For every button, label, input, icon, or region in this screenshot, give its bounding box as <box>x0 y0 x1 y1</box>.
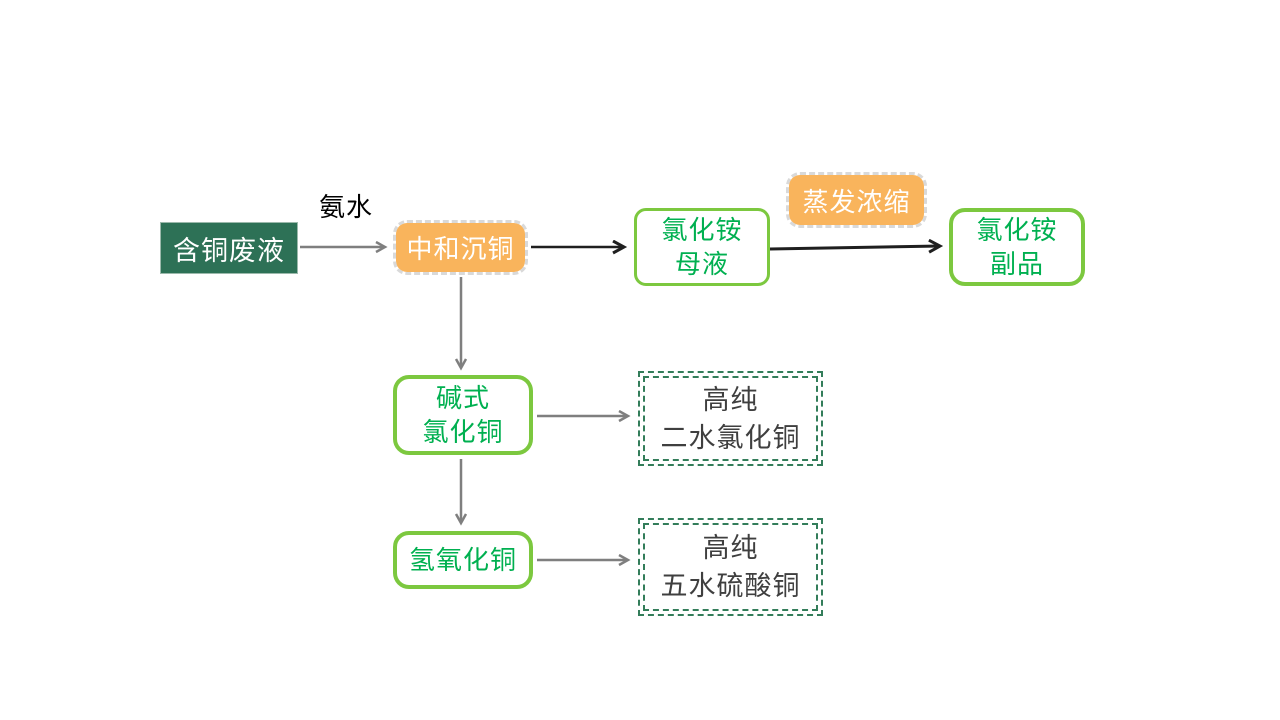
node-high-purity-copper-chloride-dihydrate: 高纯 二水氯化铜 <box>638 371 823 466</box>
node-copper-waste-liquid: 含铜废液 <box>160 222 298 274</box>
node-basic-copper-chloride: 碱式 氯化铜 <box>393 375 533 455</box>
node-evaporation-concentration: 蒸发浓缩 <box>786 172 927 228</box>
node-ammonium-chloride-mother-liquor: 氯化铵 母液 <box>634 208 770 286</box>
node-copper-hydroxide: 氢氧化铜 <box>393 531 533 589</box>
node-neutralize-precipitate-copper: 中和沉铜 <box>393 220 528 275</box>
edge-label-ammonia: 氨水 <box>318 191 373 222</box>
node-high-purity-copper-sulfate-pentahydrate: 高纯 五水硫酸铜 <box>638 518 823 616</box>
node-ammonium-chloride-byproduct: 氯化铵 副品 <box>949 208 1085 286</box>
arrow-mother-liquor-to-byproduct <box>769 246 940 249</box>
